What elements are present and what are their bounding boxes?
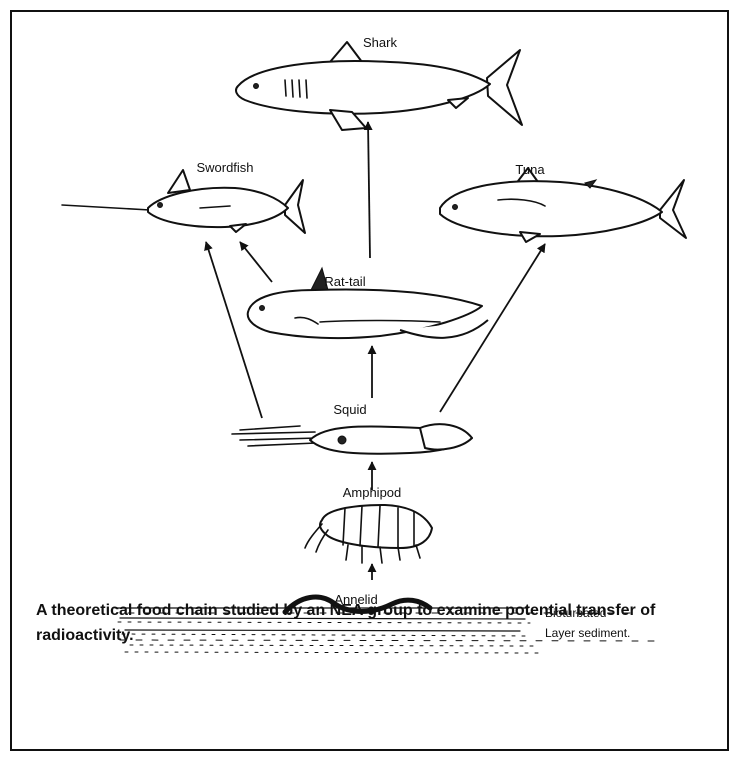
squid-illustration xyxy=(232,424,472,454)
shark-illustration xyxy=(236,42,522,130)
rat-tail-label: Rat-tail xyxy=(324,274,365,289)
arrow-rattail-to-shark xyxy=(368,122,370,258)
amphipod-illustration xyxy=(305,505,432,563)
squid-label: Squid xyxy=(333,402,366,417)
arrow-rattail-to-swordfish xyxy=(240,242,272,282)
tuna-illustration xyxy=(440,168,686,242)
rat-tail-illustration xyxy=(248,268,488,338)
shark-label: Shark xyxy=(363,35,397,50)
figure-caption: A theoretical food chain studied by an N… xyxy=(36,598,696,648)
swordfish-label: Swordfish xyxy=(196,160,253,175)
tuna-label: Tuna xyxy=(515,162,545,177)
swordfish-illustration xyxy=(62,170,305,233)
arrow-squid-to-swordfish xyxy=(206,242,262,418)
